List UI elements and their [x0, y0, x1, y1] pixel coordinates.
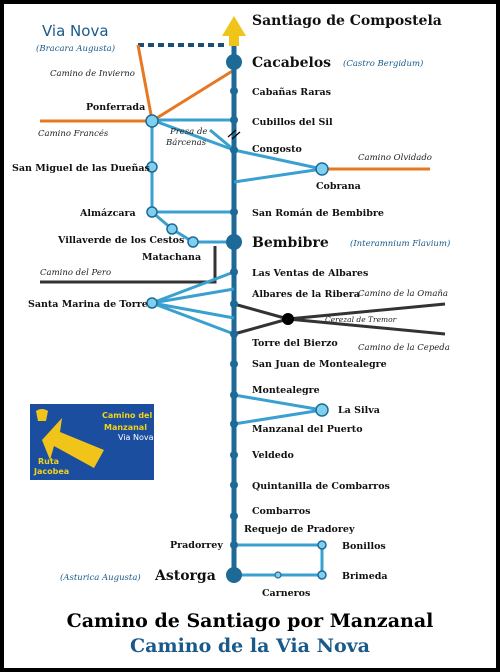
camino-pero-line — [40, 246, 217, 284]
badge-line2: Manzanal — [104, 423, 147, 432]
node-canabas[interactable] — [230, 87, 238, 95]
badge-line3: Via Nova — [118, 433, 154, 442]
destination-label: Santiago de Compostela — [252, 13, 442, 29]
footer-subtitle: Camino de la Via Nova — [130, 635, 370, 657]
brimeda-label: Brimeda — [342, 571, 388, 582]
ponferrada-label: Ponferrada — [86, 102, 145, 113]
presa-label-2: Bárcenas — [165, 137, 207, 148]
node-congosto[interactable] — [230, 146, 238, 154]
congosto-label: Congosto — [252, 144, 302, 155]
canabas-label: Cabañas Raras — [252, 87, 331, 98]
badge-line5: Jacobea — [33, 467, 69, 476]
camino-omana-label: Camino de la Omaña — [358, 289, 448, 299]
bembibre-label: Bembibre — [252, 235, 329, 251]
node-ponferrada[interactable] — [145, 114, 159, 128]
node-almazcara[interactable] — [146, 206, 158, 218]
santa-marina-label: Santa Marina de Torre — [28, 299, 148, 310]
badge-line4: Ruta — [38, 457, 59, 466]
camino-invierno-label: Camino de Invierno — [50, 69, 135, 79]
camino-cepeda-label: Camino de la Cepeda — [358, 343, 450, 353]
node-santa-marina[interactable] — [146, 297, 158, 309]
interamnium-label: (Interamnium Flavium) — [350, 238, 450, 249]
node-san-miguel[interactable] — [146, 161, 158, 173]
camino-pero-label: Camino del Pero — [40, 268, 111, 278]
la-silva-label: La Silva — [338, 405, 380, 416]
node-bonillos[interactable] — [317, 540, 327, 550]
cobrana-label: Cobrana — [316, 181, 361, 192]
requejo-label: Requejo de Pradorey — [244, 524, 355, 535]
presa-label-1: Presa de — [169, 127, 207, 137]
north-arrow-icon — [222, 16, 246, 46]
node-veldedo[interactable] — [230, 451, 238, 459]
node-brimeda[interactable] — [317, 570, 327, 580]
badge-line1: Camino del — [102, 411, 152, 420]
san-juan-label: San Juan de Montealegre — [252, 359, 387, 370]
bracara-label: (Bracara Augusta) — [36, 43, 115, 54]
cerezal-label: Cerezal de Tremor — [325, 315, 397, 324]
node-villaverde[interactable] — [166, 223, 178, 235]
castro-label: (Castro Bergidum) — [343, 58, 423, 69]
stop-nodes — [145, 54, 329, 583]
almazcara-label: Almázcara — [79, 208, 136, 219]
node-manzanal[interactable] — [230, 420, 238, 428]
torre-label: Torre del Bierzo — [252, 338, 338, 349]
node-matachana[interactable] — [187, 236, 199, 248]
camino-frances-label: Camino Francés — [38, 128, 109, 139]
route-map: Via Nova (Bracara Augusta) Santiago de C… — [12, 13, 450, 657]
node-cubillos[interactable] — [230, 116, 238, 124]
camino-olvidado-label: Camino Olvidado — [358, 153, 432, 163]
asturica-label: (Asturica Augusta) — [60, 572, 141, 583]
quintanilla-label: Quintanilla de Combarros — [252, 481, 390, 492]
footer-title: Camino de Santiago por Manzanal — [67, 610, 434, 632]
cacabelos-label: Cacabelos — [252, 55, 331, 71]
yellow-arrow-icon — [42, 418, 104, 468]
node-san-roman[interactable] — [230, 208, 238, 216]
node-la-silva[interactable] — [315, 403, 329, 417]
node-cobrana[interactable] — [315, 162, 329, 176]
node-requejo[interactable] — [230, 541, 238, 549]
montealegre-label: Montealegre — [252, 385, 320, 396]
node-combarros[interactable] — [230, 512, 238, 520]
cubillos-label: Cubillos del Sil — [252, 117, 333, 128]
manzanal-label: Manzanal del Puerto — [252, 424, 363, 435]
villaverde-label: Villaverde de los Cestos — [57, 235, 184, 246]
scallop-shell-icon — [36, 409, 48, 421]
node-carneros[interactable] — [274, 571, 282, 579]
matachana-label: Matachana — [142, 252, 201, 263]
veldedo-label: Veldedo — [251, 450, 294, 461]
camino-badge: Camino del Manzanal Via Nova Ruta Jacobe… — [30, 404, 154, 480]
presa-barcenas-mark — [227, 129, 241, 140]
node-torre[interactable] — [230, 330, 238, 338]
node-albares[interactable] — [230, 300, 238, 308]
cerezal-node — [282, 313, 294, 325]
carneros-label: Carneros — [262, 588, 310, 599]
albares-label: Albares de la Ribera — [251, 289, 360, 300]
san-miguel-label: San Miguel de las Dueñas — [12, 163, 150, 174]
node-cacabelos[interactable] — [226, 54, 242, 70]
ventas-label: Las Ventas de Albares — [252, 268, 368, 279]
node-bembibre[interactable] — [226, 234, 242, 250]
bonillos-label: Bonillos — [342, 541, 386, 552]
node-quintanilla[interactable] — [230, 481, 238, 489]
camino-invierno-line — [136, 44, 154, 121]
san-roman-label: San Román de Bembibre — [252, 208, 384, 219]
node-astorga[interactable] — [226, 567, 242, 583]
node-montealegre[interactable] — [230, 391, 238, 399]
via-nova-label: Via Nova — [42, 22, 109, 40]
pradorrey-label: Pradorrey — [170, 540, 223, 551]
node-san-juan[interactable] — [230, 360, 238, 368]
combarros-label: Combarros — [252, 506, 310, 517]
node-ventas[interactable] — [230, 268, 238, 276]
map-frame: Via Nova (Bracara Augusta) Santiago de C… — [4, 4, 496, 668]
astorga-label: Astorga — [154, 568, 216, 584]
